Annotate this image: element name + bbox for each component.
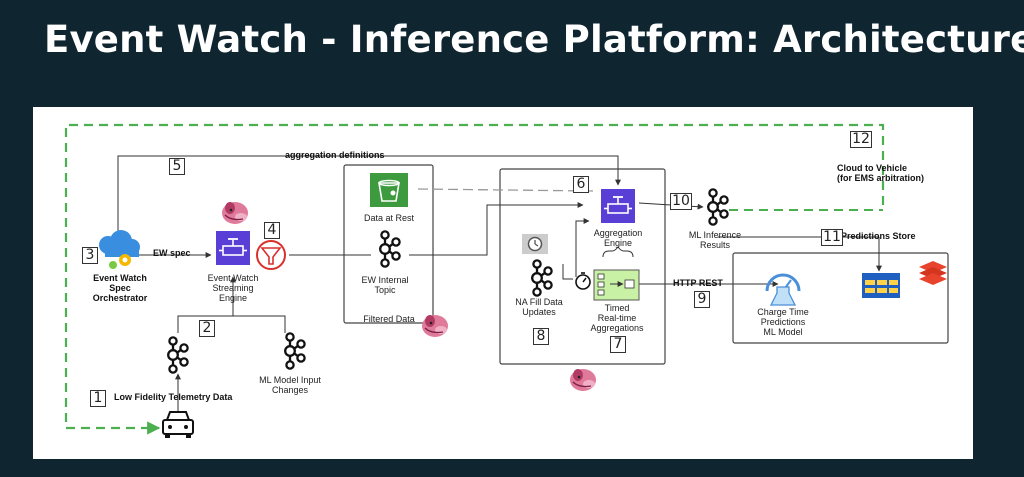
streaming-engine-icon [215, 230, 251, 266]
low-fidelity-telemetry-label: Low Fidelity Telemetry Data [114, 392, 233, 402]
architecture-diagram: aggregation definitions Cloud to Vehicle… [33, 107, 973, 459]
kafka-telemetry-icon [167, 336, 189, 374]
streaming-engine-label: Event Watch Streaming Engine [207, 273, 259, 304]
aggregation-engine-icon [600, 188, 636, 224]
ew-internal-topic-label: EW Internal Topic [361, 275, 409, 296]
kafka-model-input-icon [284, 332, 306, 370]
aggregation-window-icon [593, 269, 640, 301]
step-6-marker: 6 [573, 176, 589, 193]
step-1-marker: 1 [90, 390, 106, 407]
timer-icon [575, 272, 591, 290]
step-10-marker: 10 [670, 193, 692, 210]
na-fill-data-updates-label: NA Fill Data Updates [515, 297, 563, 318]
ew-spec-label: EW spec [153, 248, 191, 258]
aggregation-definitions-label: aggregation definitions [285, 150, 385, 160]
aggregation-engine-label: Aggregation Engine [593, 228, 643, 249]
kafka-internal-topic-icon [379, 230, 401, 268]
cloud-gear-icon [99, 230, 140, 269]
step-12-marker: 12 [850, 131, 872, 148]
step-4-marker: 4 [264, 222, 280, 239]
predictions-store-label: Predictions Store [841, 231, 916, 241]
charge-time-model-label: Charge Time Predictions ML Model [757, 307, 809, 338]
filter-icon [256, 240, 286, 270]
kafka-na-fill-icon [531, 259, 553, 297]
http-rest-label: HTTP REST [673, 278, 723, 288]
ml-inference-results-label: ML Inference Results [688, 230, 742, 251]
step-3-marker: 3 [82, 247, 98, 264]
flink-squirrel-icon [221, 201, 249, 225]
cloud-to-vehicle-label: Cloud to Vehicle (for EMS arbitration) [837, 163, 924, 184]
step-9-marker: 9 [694, 291, 710, 308]
step-7-marker: 7 [610, 336, 626, 353]
clock-icon [522, 234, 548, 254]
step-11-marker: 11 [821, 229, 843, 246]
databricks-icon [919, 261, 947, 285]
timed-realtime-aggregations-label: Timed Real-time Aggregations [590, 303, 644, 334]
predictions-table-icon [862, 273, 900, 298]
data-at-rest-label: Data at Rest [363, 213, 415, 223]
orchestrator-label: Event Watch Spec Orchestrator [92, 273, 148, 304]
kafka-inference-results-icon [707, 188, 729, 226]
step-5-marker: 5 [169, 158, 185, 175]
ml-model-input-changes-label: ML Model Input Changes [259, 375, 321, 396]
bucket-icon [370, 173, 408, 207]
cloud-to-vehicle-loop [64, 123, 885, 435]
page-title: Event Watch - Inference Platform: Archit… [44, 18, 1024, 61]
step-2-marker: 2 [199, 320, 215, 337]
car-icon [162, 411, 194, 438]
filtered-data-label: Filtered Data [363, 314, 415, 324]
ml-model-icon [765, 273, 801, 306]
flink-squirrel-icon [569, 368, 597, 392]
flink-squirrel-icon [421, 314, 449, 338]
step-8-marker: 8 [533, 328, 549, 345]
